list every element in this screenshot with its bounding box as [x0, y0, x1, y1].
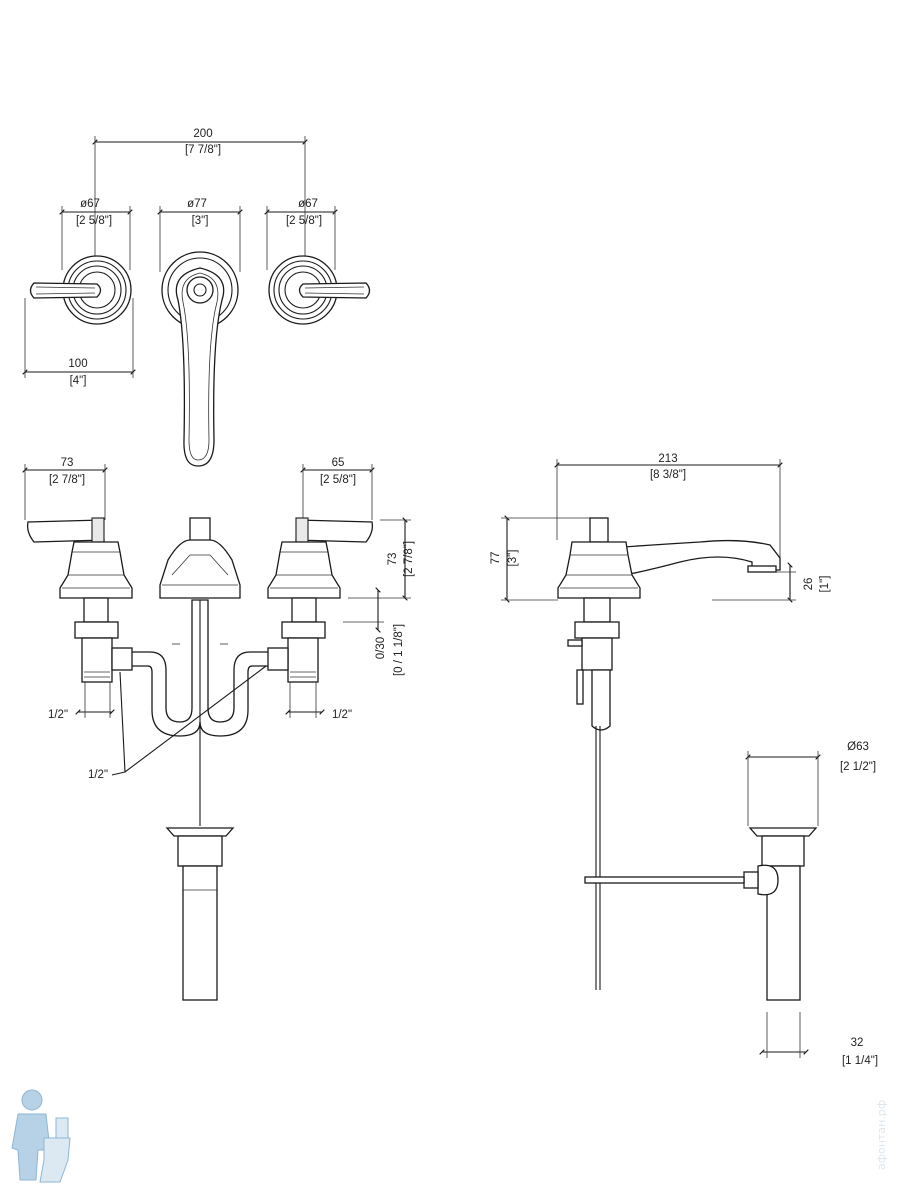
- dim-label-in: [2 5/8"]: [320, 474, 356, 486]
- dim-tailpiece-dia: 32 [1 1/4"]: [759, 1012, 878, 1067]
- supply-hoses: [129, 599, 271, 826]
- dim-label-mm: 26: [803, 578, 815, 591]
- top-view: 200 [7 7/8"] ø67 [2 5/8"] ø77 [3"] ø67 […: [22, 128, 371, 467]
- inlet-labels: 1/2" 1/2" 1/2": [48, 665, 352, 781]
- dim-label-in: [3"]: [192, 215, 209, 227]
- dim-label-mm: 100: [68, 358, 87, 370]
- dim-left-handle-dia: ø67 [2 5/8"]: [59, 198, 133, 270]
- dim-label-mm: 213: [658, 453, 677, 465]
- dim-drain-dia: Ø63 [2 1/2"]: [745, 741, 876, 826]
- dim-label-in: [1 1/4"]: [842, 1055, 878, 1067]
- dim-label-in: [2 7/8"]: [49, 474, 85, 486]
- dim-label-in: [0 / 1 1/8"]: [393, 624, 405, 676]
- dim-label-in: [2 7/8"]: [403, 541, 415, 577]
- dim-label-mm: 65: [332, 457, 345, 469]
- dim-deck-range: 0/30 [0 / 1 1/8"]: [343, 587, 405, 676]
- dim-label-in: [7 7/8"]: [185, 144, 221, 156]
- side-view: 213 [8 3/8"] 77 [3"] 26 [1"]: [490, 453, 878, 1067]
- dim-label-in: [4"]: [70, 375, 87, 387]
- dim-handle-length: 100 [4"]: [22, 298, 136, 387]
- dim-spout-height: 77 [3"]: [490, 515, 590, 603]
- dim-label-mm: ø77: [187, 198, 207, 210]
- dim-outlet-height: 26 [1"]: [712, 562, 831, 603]
- left-inlet-label: 1/2": [48, 709, 68, 721]
- dim-right-handle-width: 65 [2 5/8"]: [300, 457, 375, 520]
- plumber-logo: [11, 1089, 71, 1183]
- left-valve-front: [26, 517, 133, 683]
- dim-label-mm: ø67: [298, 198, 318, 210]
- dim-label-mm: Ø63: [847, 741, 869, 753]
- left-handle-top: [29, 255, 132, 325]
- dim-spout-dia: ø77 [3"]: [157, 198, 243, 272]
- dim-label-mm: ø67: [80, 198, 100, 210]
- dim-label-mm: 0/30: [375, 637, 387, 659]
- dim-overall-width: 200 [7 7/8"]: [92, 128, 308, 262]
- dim-label-mm: 77: [490, 552, 502, 565]
- dim-label-in: [2 5/8"]: [286, 215, 322, 227]
- watermark: афонтан.рф: [875, 1100, 888, 1170]
- faucet-side: [557, 517, 781, 990]
- dim-label-in: [1"]: [819, 576, 831, 593]
- front-view: 73 [2 7/8"] 65 [2 5/8"] 73 [2 7/8"] 0/30…: [22, 457, 415, 1001]
- spout-top: [161, 251, 239, 467]
- dim-label-in: [2 5/8"]: [76, 215, 112, 227]
- dim-label-in: [2 1/2"]: [840, 761, 876, 773]
- drain-side: [584, 827, 818, 1001]
- drain-front: [165, 827, 235, 1001]
- dim-right-handle-dia: ø67 [2 5/8"]: [264, 198, 338, 270]
- dim-label-in: [3"]: [507, 550, 519, 567]
- connector-label: 1/2": [88, 769, 108, 781]
- dim-left-handle-width: 73 [2 7/8"]: [22, 457, 108, 520]
- dim-label-in: [8 3/8"]: [650, 469, 686, 481]
- dim-label-mm: 200: [193, 128, 212, 140]
- dim-label-mm: 73: [387, 553, 399, 566]
- dim-label-mm: 73: [61, 457, 74, 469]
- right-handle-top: [268, 255, 371, 325]
- dim-spout-reach: 213 [8 3/8"]: [554, 453, 783, 560]
- spout-front: [159, 517, 241, 599]
- dim-label-mm: 32: [851, 1037, 864, 1049]
- right-valve-front: [267, 517, 374, 683]
- right-inlet-label: 1/2": [332, 709, 352, 721]
- dim-height: 73 [2 7/8"]: [348, 517, 415, 601]
